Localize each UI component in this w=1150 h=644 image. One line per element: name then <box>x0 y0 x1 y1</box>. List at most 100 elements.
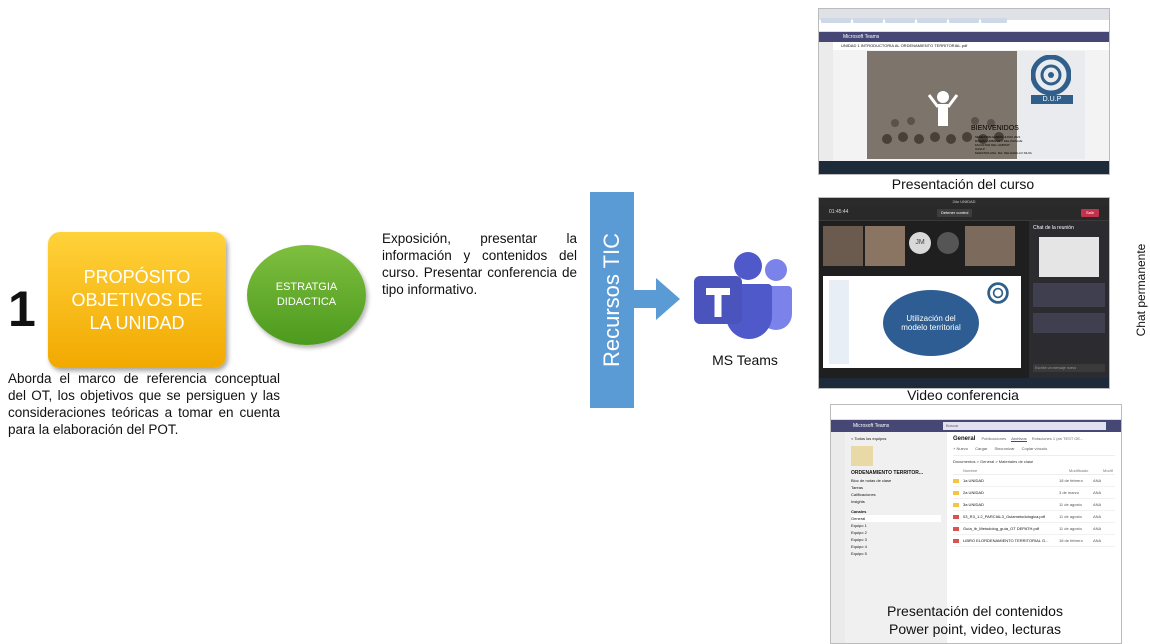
strategy-ellipse: ESTRATGIA DIDACTICA <box>247 245 366 345</box>
crowd-image <box>867 51 1017 159</box>
chat-title: Chat de la reunión <box>1033 225 1074 231</box>
dup-logo-icon <box>987 282 1009 304</box>
content-caption: Presentación del contenidos Power point,… <box>830 602 1120 638</box>
teams-header: Microsoft Teams <box>819 32 1109 43</box>
slide-line: DISEÑO URBANO Y DEL PAISAJE <box>975 139 1023 143</box>
side-link[interactable]: Bloc de notas de clase <box>851 478 892 483</box>
file-name[interactable]: Guía_ib_Metodolog_guía_OT DEPATH.pdf <box>963 525 1040 531</box>
teams-app-name: Microsoft Teams <box>853 423 890 429</box>
slide-line: FACULTAD DEL HABITAT <box>975 143 1010 147</box>
slide: D.U.P BIENVENIDOS SEMESTRE ENERO-JUNIO 2… <box>867 51 1085 159</box>
ms-teams-label: MS Teams <box>712 352 778 368</box>
side-link[interactable]: Calificaciones <box>851 492 876 497</box>
folder-icon <box>953 502 959 507</box>
search-input[interactable]: Buscar <box>943 422 1106 430</box>
files-toolbar: + Nuevo Cargar Sincronizar Copiar víncul… <box>953 446 1115 456</box>
channel-tab[interactable]: Publicaciones <box>981 436 1007 441</box>
pdf-file-icon <box>953 514 959 519</box>
channel-item[interactable]: Equipo 4 <box>851 544 867 549</box>
channel-item[interactable]: Equipo 3 <box>851 537 867 542</box>
file-name[interactable]: 2a UNIDAD <box>963 489 984 495</box>
teams-rail <box>819 42 833 161</box>
browser-address-bar <box>819 20 1109 32</box>
participant-avatar <box>937 232 959 254</box>
slide-lines: SEMESTRE ENERO-JUNIO 2021 DISEÑO URBANO … <box>975 135 1032 155</box>
channel-item[interactable]: Equipo 2 <box>851 530 867 535</box>
file-modified-by: ANA <box>1093 525 1102 531</box>
column-header[interactable]: Modificado <box>1069 468 1089 473</box>
content-files-screenshot: Microsoft Teams Buscar < Todos los equip… <box>830 404 1122 644</box>
file-name[interactable]: 3a UNIDAD <box>963 501 984 507</box>
participant-video <box>823 226 863 266</box>
leave-button[interactable]: Salir <box>1080 209 1099 217</box>
purpose-description: Aborda el marco de referencia conceptual… <box>8 371 280 437</box>
table-row[interactable]: 3a UNIDAD 11 de agosto ANA <box>953 499 1115 511</box>
file-modified: 11 de agosto <box>1059 501 1082 507</box>
meeting-chat-panel: Chat de la reunión Escribe un mensaje nu… <box>1029 221 1109 378</box>
chat-input[interactable]: Escribe un mensaje nuevo <box>1033 364 1105 372</box>
window-title: 2do UNIDAD <box>952 199 976 204</box>
dup-logo-icon <box>1031 55 1071 95</box>
shared-slide: Utilización del modelo territorial <box>823 276 1021 368</box>
file-name[interactable]: LIBRO ELORDENAMIENTO TERRITORIAL G... <box>963 537 1049 543</box>
participant-avatar: JM <box>909 232 931 254</box>
toolbar-button[interactable]: Cargar <box>975 446 988 451</box>
purpose-box: PROPÓSITO OBJETIVOS DE LA UNIDAD <box>48 232 226 368</box>
channel-header: General Publicaciones Archivos Rotacione… <box>953 436 1115 446</box>
arrow-right-icon <box>634 278 680 320</box>
video-conference-screenshot: 2do UNIDAD 01:45:44 Detener control Sali… <box>818 197 1110 389</box>
channel-item[interactable]: Equipo 5 <box>851 551 867 556</box>
side-link[interactable]: Tareas <box>851 485 864 490</box>
channels-header: Canales <box>851 509 867 514</box>
slide-line: UASLP <box>975 147 985 151</box>
file-name[interactable]: 03_R3_1.2_PARCIAL3_Guiametodologica.pdf <box>963 513 1045 519</box>
file-title-bar: UNIDAD 1 INTRODUCTORIA AL ORDENAMIENTO T… <box>833 42 1109 50</box>
participant-video <box>865 226 905 266</box>
chat-permanente-label: Chat permanente <box>1134 243 1148 337</box>
file-modified-by: ANA <box>1093 501 1102 507</box>
strategy-label: ESTRATGIA DIDACTICA <box>275 281 338 308</box>
back-to-teams-link[interactable]: < Todos los equipos <box>851 436 887 441</box>
file-modified-by: ANA <box>1093 513 1102 519</box>
team-sidebar: < Todos los equipos ORDENAMIENTO TERRITO… <box>845 432 947 643</box>
chat-message <box>1033 313 1105 333</box>
browser-tabbar <box>819 9 1109 23</box>
file-modified: 11 de agosto <box>1059 513 1082 519</box>
windows-taskbar <box>819 378 1109 388</box>
slide-thumbnails <box>829 280 849 364</box>
resources-label: Recursos TIC <box>599 232 625 368</box>
file-name[interactable]: 1a UNIDAD <box>963 477 984 483</box>
table-row[interactable]: LIBRO ELORDENAMIENTO TERRITORIAL G... 18 … <box>953 535 1115 547</box>
video-caption: Video conferencia <box>907 387 1019 403</box>
meeting-toolbar: 01:45:44 Detener control Salir <box>819 206 1109 221</box>
column-header[interactable]: Nombre <box>963 468 978 473</box>
toolbar-button[interactable]: Copiar vínculo <box>1021 446 1048 451</box>
team-avatar <box>851 446 873 466</box>
strategy-description: Exposición, presentar la información y c… <box>382 231 577 297</box>
table-row[interactable]: 03_R3_1.2_PARCIAL3_Guiametodologica.pdf 1… <box>953 511 1115 523</box>
file-modified: 18 de febrero <box>1059 537 1083 543</box>
participant-video <box>965 226 1015 266</box>
folder-icon <box>953 490 959 495</box>
toolbar-button[interactable]: Sincronizar <box>994 446 1015 451</box>
stop-control-button[interactable]: Detener control <box>937 209 973 217</box>
file-title: UNIDAD 1 INTRODUCTORIA AL ORDENAMIENTO T… <box>841 43 968 48</box>
table-header: Nombre Modificado Modif <box>953 468 1115 475</box>
channel-item[interactable]: General <box>851 515 941 522</box>
channel-tab[interactable]: Rotaciones 1 (an TEST OE... <box>1031 436 1084 441</box>
content-caption-line2: Power point, video, lecturas <box>889 621 1061 637</box>
channel-tab[interactable]: Archivos <box>1011 436 1027 442</box>
file-modified-by: ANA <box>1093 489 1102 495</box>
chat-message <box>1033 283 1105 307</box>
toolbar-button[interactable]: + Nuevo <box>953 446 969 451</box>
chat-image <box>1039 237 1099 277</box>
slide-heading: BIENVENIDOS <box>971 125 1019 132</box>
slide-line: SEMESTRE ENERO-JUNIO 2021 <box>975 135 1021 139</box>
column-header[interactable]: Modif <box>1103 468 1113 473</box>
side-link[interactable]: Insights <box>851 499 865 504</box>
channel-item[interactable]: Equipo 1 <box>851 523 867 528</box>
